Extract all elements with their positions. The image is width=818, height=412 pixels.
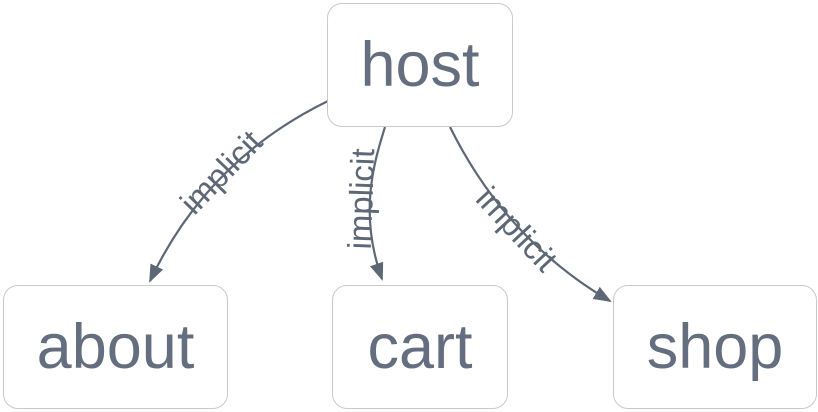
- node-cart: cart: [332, 285, 508, 409]
- edge-label-host-cart: implicit: [340, 147, 382, 251]
- edge-host-about: [149, 100, 329, 283]
- node-shop: shop: [613, 285, 817, 409]
- edge-group: [149, 100, 612, 303]
- edge-host-cart: [368, 126, 387, 281]
- edge-host-shop: [449, 126, 612, 303]
- node-label-shop: shop: [646, 311, 784, 382]
- node-label-cart: cart: [367, 311, 473, 382]
- node-host: host: [327, 3, 513, 127]
- node-about: about: [3, 285, 228, 409]
- node-label-about: about: [36, 311, 195, 382]
- node-label-host: host: [360, 29, 480, 100]
